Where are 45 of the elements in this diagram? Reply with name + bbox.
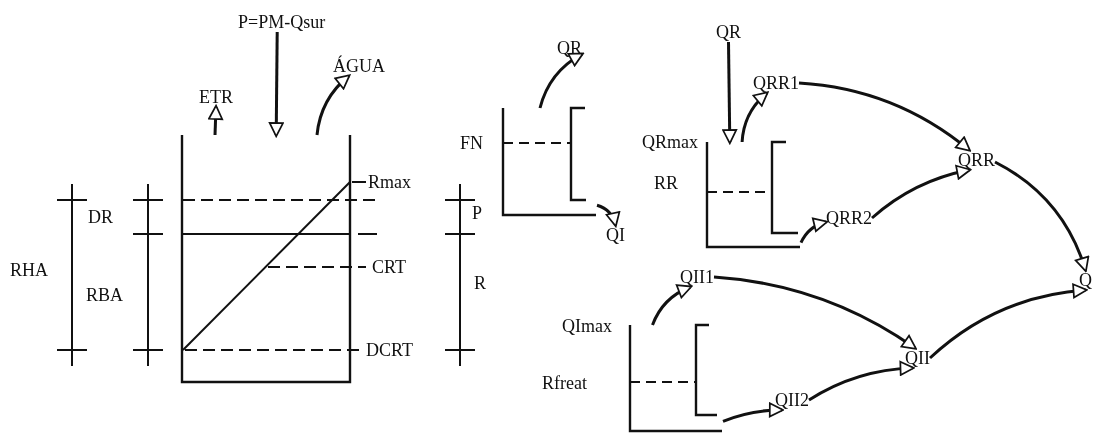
dimension-label: P bbox=[472, 203, 482, 223]
flow-arrow bbox=[722, 41, 738, 145]
level-label: FN bbox=[460, 133, 483, 153]
flow-label: QI bbox=[606, 225, 625, 245]
flow-label: QII bbox=[905, 348, 930, 368]
flow-arrow bbox=[651, 284, 693, 326]
flow-arrow bbox=[596, 203, 620, 228]
flow-label: QII2 bbox=[775, 390, 809, 410]
flow-arrow bbox=[929, 283, 1088, 360]
level-label: CRT bbox=[372, 257, 406, 277]
flow-arrow bbox=[713, 275, 917, 350]
dimension-label: DR bbox=[88, 207, 113, 227]
level-label: DCRT bbox=[366, 340, 413, 360]
flow-label: QII1 bbox=[680, 267, 714, 287]
flow-arrow bbox=[722, 402, 784, 423]
flow-arrow bbox=[798, 81, 971, 152]
dimension-label: RHA bbox=[10, 260, 48, 280]
flow-label: Q bbox=[1079, 270, 1092, 290]
flow-label: QRR1 bbox=[753, 73, 799, 93]
reservoir-tank bbox=[706, 142, 801, 248]
flow-arrow bbox=[871, 165, 972, 220]
dimension-label: R bbox=[474, 273, 486, 293]
flow-arrow bbox=[994, 160, 1089, 273]
flow-arrow bbox=[740, 91, 769, 143]
flow-arrow bbox=[538, 52, 584, 109]
level-label: RR bbox=[654, 173, 678, 193]
flow-arrow bbox=[268, 32, 284, 138]
flow-arrow bbox=[808, 361, 915, 402]
flow-arrow bbox=[208, 104, 224, 136]
flow-arrow bbox=[315, 74, 351, 136]
flow-label: P=PM-Qsur bbox=[238, 12, 326, 32]
reservoir-tank bbox=[181, 135, 351, 383]
flow-label: QR bbox=[716, 22, 741, 42]
flow-arrow bbox=[799, 217, 829, 244]
dimension-label: RBA bbox=[86, 285, 123, 305]
level-label: Rmax bbox=[368, 172, 411, 192]
reservoir-tank bbox=[502, 108, 597, 216]
flow-label: QRR bbox=[958, 150, 995, 170]
level-label: QRmax bbox=[642, 132, 698, 152]
level-label: QImax bbox=[562, 316, 612, 336]
reservoir-tank bbox=[629, 325, 723, 432]
flow-label: ÁGUA bbox=[333, 56, 385, 76]
flow-label: ETR bbox=[199, 87, 233, 107]
level-label: Rfreat bbox=[542, 373, 587, 393]
flow-label: QRR2 bbox=[826, 208, 872, 228]
